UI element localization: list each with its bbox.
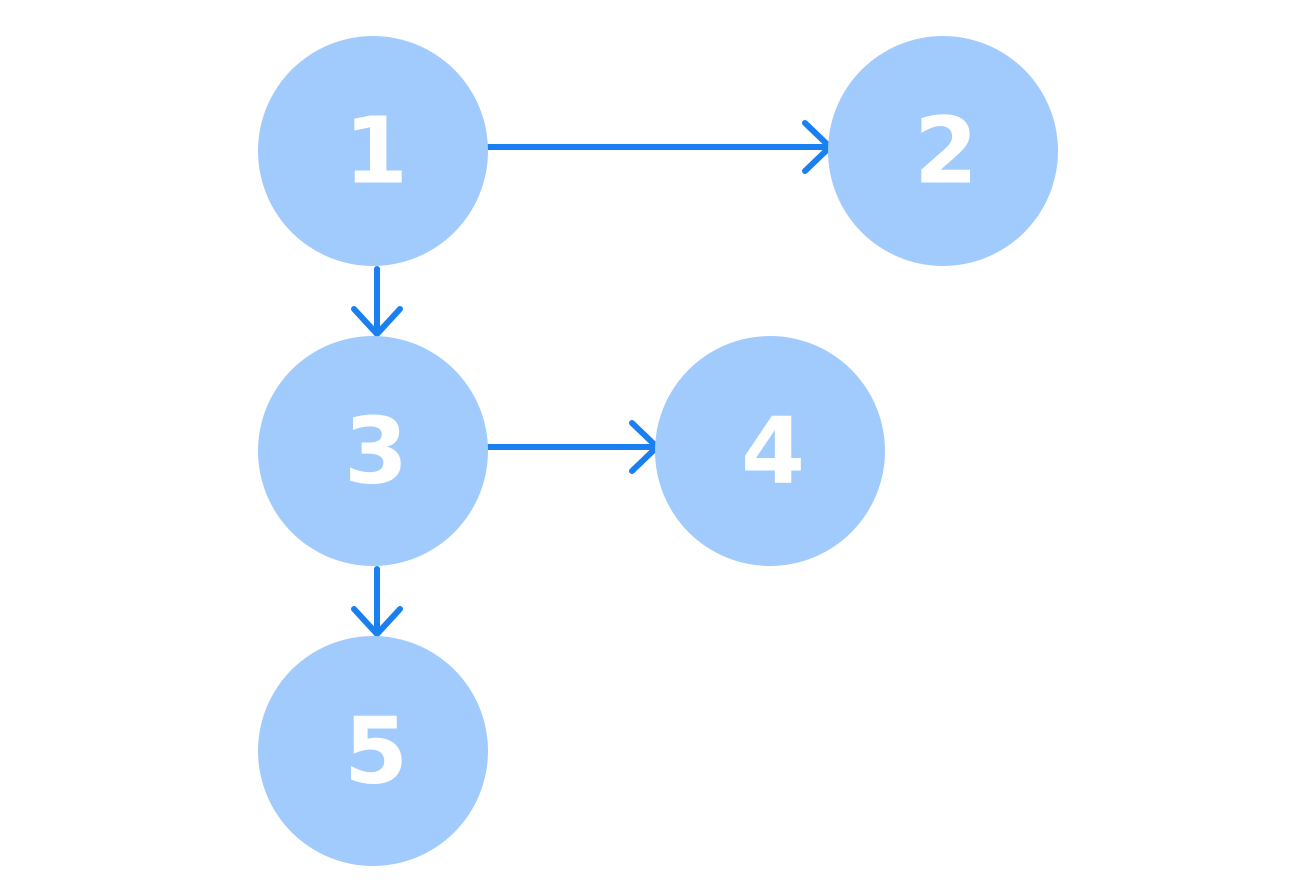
nodes-layer: 1 2 3 4 5 xyxy=(258,36,1058,866)
node-label: 5 xyxy=(344,698,408,805)
node-label: 1 xyxy=(344,98,408,205)
node-1: 1 xyxy=(258,36,488,266)
arrow-head-icon xyxy=(351,606,403,637)
node-circle xyxy=(258,636,488,866)
node-circle xyxy=(258,336,488,566)
edge-3-to-4 xyxy=(482,420,660,474)
node-circle xyxy=(258,36,488,266)
node-2: 2 xyxy=(828,36,1058,266)
node-label: 3 xyxy=(344,398,408,505)
node-label: 4 xyxy=(741,398,805,505)
edge-3-to-5 xyxy=(351,566,403,637)
arrow-head-icon xyxy=(351,306,403,337)
node-5: 5 xyxy=(258,636,488,866)
node-circle xyxy=(655,336,885,566)
node-circle xyxy=(828,36,1058,266)
edge-1-to-2 xyxy=(482,120,833,174)
node-3: 3 xyxy=(258,336,488,566)
node-4: 4 xyxy=(655,336,885,566)
edge-1-to-3 xyxy=(351,266,403,337)
node-label: 2 xyxy=(914,98,978,205)
